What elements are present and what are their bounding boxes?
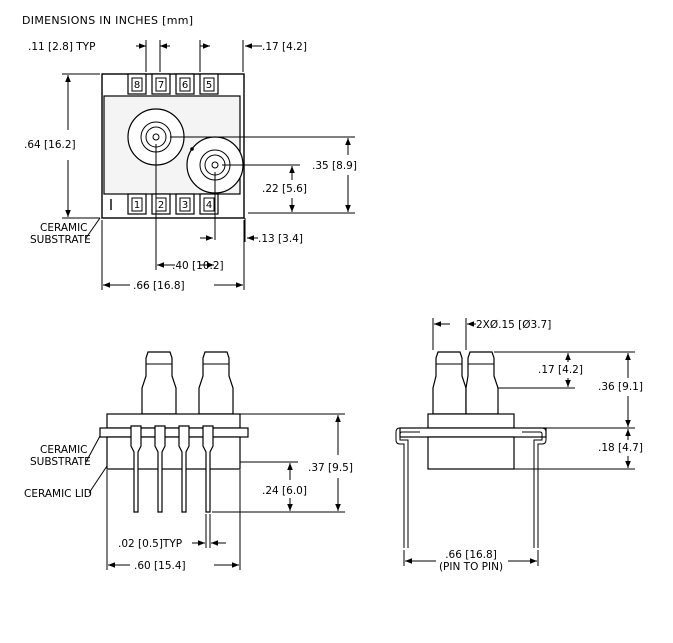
front-substrate	[99, 427, 249, 438]
top-substrate-outline	[101, 73, 245, 219]
front-port-left	[141, 351, 177, 415]
callout-front-substrate-line1: CERAMIC	[40, 444, 88, 456]
side-lid	[427, 436, 515, 470]
dim-overall-height: .36 [9.1]	[598, 381, 643, 393]
side-view: 2XØ.15 [Ø3.7] .17 [4.2] .36 [9.1] .18 [4…	[395, 318, 643, 573]
side-lead-left	[395, 427, 420, 548]
dim-port1-offset: .35 [8.9]	[312, 160, 357, 172]
pin-label-2: 2	[158, 200, 164, 211]
pin-label-7: 7	[158, 80, 164, 91]
callout-front-substrate-line2: SUBSTRATE	[30, 456, 91, 468]
dim-port2-offset: .22 [5.6]	[262, 183, 307, 195]
front-body	[106, 413, 241, 429]
front-port-right	[198, 351, 234, 415]
dim-total-height: .37 [9.5]	[308, 462, 353, 474]
dim-pin-pitch: .02 [0.5]TYP	[118, 538, 182, 550]
dim-lead-height: .24 [6.0]	[262, 485, 307, 497]
dim-port-spacing: .40 [10.2]	[172, 260, 224, 272]
dim-port-diameter: 2XØ.15 [Ø3.7]	[476, 319, 551, 331]
bottom-pin-row: 1 2 3 4	[127, 193, 219, 215]
side-port-right	[465, 351, 499, 415]
dim-edge-offset: .17 [4.2]	[262, 41, 307, 53]
dim-pin-to-pin-note: (PIN TO PIN)	[439, 561, 503, 573]
dim-height: .64 [16.2]	[24, 139, 76, 151]
top-view: 8 7 6 5 1 2 3 4	[24, 40, 357, 292]
side-body	[427, 413, 515, 429]
pin-label-6: 6	[182, 80, 188, 91]
top-pin-row: 8 7 6 5	[127, 73, 219, 95]
dim-port-height: .17 [4.2]	[538, 364, 583, 376]
dim-body-height: .18 [4.7]	[598, 442, 643, 454]
dim-front-width: .60 [15.4]	[134, 560, 186, 572]
dim-pin-width: .11 [2.8] TYP	[28, 41, 95, 53]
front-leads	[130, 425, 214, 513]
pin-label-3: 3	[182, 200, 188, 211]
pin-label-4: 4	[206, 200, 212, 211]
vent-dot	[190, 147, 194, 151]
pin-label-1: 1	[134, 200, 140, 211]
side-port-left	[432, 351, 467, 415]
callout-ceramic-lid: CERAMIC LID	[24, 488, 92, 500]
pin-label-5: 5	[206, 80, 212, 91]
dim-overall-width: .66 [16.8]	[133, 280, 185, 292]
dim-pin-offset: .13 [3.4]	[258, 233, 303, 245]
pin-label-8: 8	[134, 80, 140, 91]
callout-substrate-line1: CERAMIC	[40, 222, 88, 234]
front-view: .37 [9.5] .24 [6.0] .02 [0.5]TYP .60 [15…	[24, 351, 353, 572]
drawing-title: DIMENSIONS IN INCHES [mm]	[22, 14, 193, 27]
side-lead-right	[522, 427, 547, 548]
front-lid	[106, 436, 241, 470]
callout-substrate-line2: SUBSTRATE	[30, 234, 91, 246]
dim-pin-to-pin: .66 [16.8]	[445, 549, 497, 561]
